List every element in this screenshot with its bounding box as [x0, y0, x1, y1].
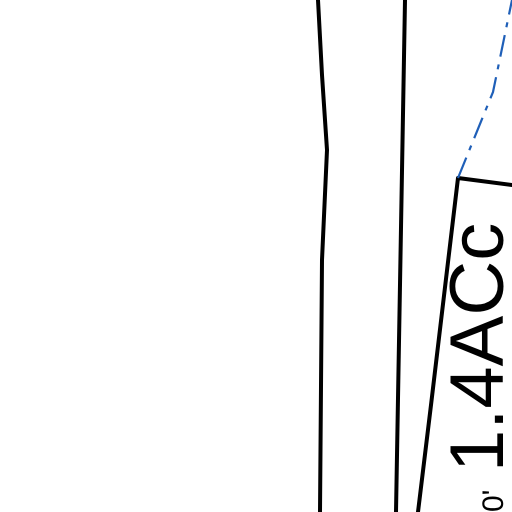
parcel-acreage-label: 1.4ACc [435, 223, 512, 472]
parcel-boundary-line [416, 176, 512, 512]
right-road-boundary-line [394, 0, 407, 512]
parcel-partial-label: 0' [477, 490, 510, 512]
easement-dashed-line [456, 0, 512, 179]
left-road-boundary-line [316, 0, 329, 512]
